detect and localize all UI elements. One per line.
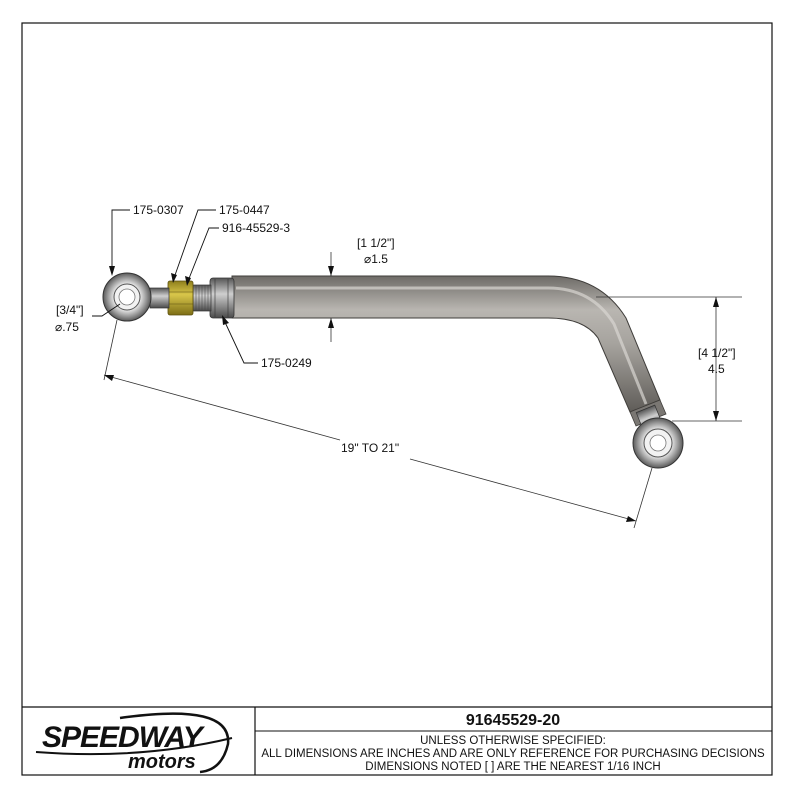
callout-rod-end-left: 175-0307	[133, 203, 184, 217]
sheet-border	[21, 22, 773, 776]
rod-end-shank-left	[149, 287, 170, 309]
tube-straight	[231, 275, 661, 413]
title-note-3: DIMENSIONS NOTED [ ] ARE THE NEAREST 1/1…	[365, 761, 660, 773]
callout-adjuster: 916-45529-3	[222, 221, 290, 235]
callout-leaders	[92, 209, 258, 364]
tube-highlight	[236, 286, 648, 405]
title-block	[22, 706, 772, 775]
title-note-1: UNLESS OTHERWISE SPECIFIED:	[420, 735, 606, 747]
dim-drop	[596, 296, 742, 422]
callout-tube-adapter: 175-0249	[261, 356, 312, 370]
tube-adapter	[209, 277, 235, 319]
callout-jam-nut: 175-0447	[219, 203, 270, 217]
dim-overall-length	[103, 319, 653, 529]
part-number: 91645529-20	[466, 712, 560, 729]
speedway-logo: SPEEDWAY motors	[35, 712, 233, 774]
overall-length: 19" TO 21"	[341, 441, 399, 455]
svg-text:SPEEDWAY: SPEEDWAY	[42, 721, 206, 754]
title-note-2: ALL DIMENSIONS ARE INCHES AND ARE ONLY R…	[261, 748, 765, 760]
tube-diameter-fraction: [1 1/2"]	[357, 236, 395, 250]
jam-nut	[167, 280, 194, 316]
eye-diameter-decimal: ⌀.75	[55, 320, 79, 334]
eye-diameter-fraction: [3/4"]	[56, 303, 84, 317]
drop-fraction: [4 1/2"]	[698, 346, 736, 360]
svg-text:motors: motors	[128, 751, 196, 773]
dim-tube-diameter	[328, 252, 334, 342]
drop-decimal: 4.5	[708, 362, 725, 376]
tie-rod-assembly	[102, 272, 684, 469]
tube-diameter-decimal: ⌀1.5	[364, 252, 388, 266]
